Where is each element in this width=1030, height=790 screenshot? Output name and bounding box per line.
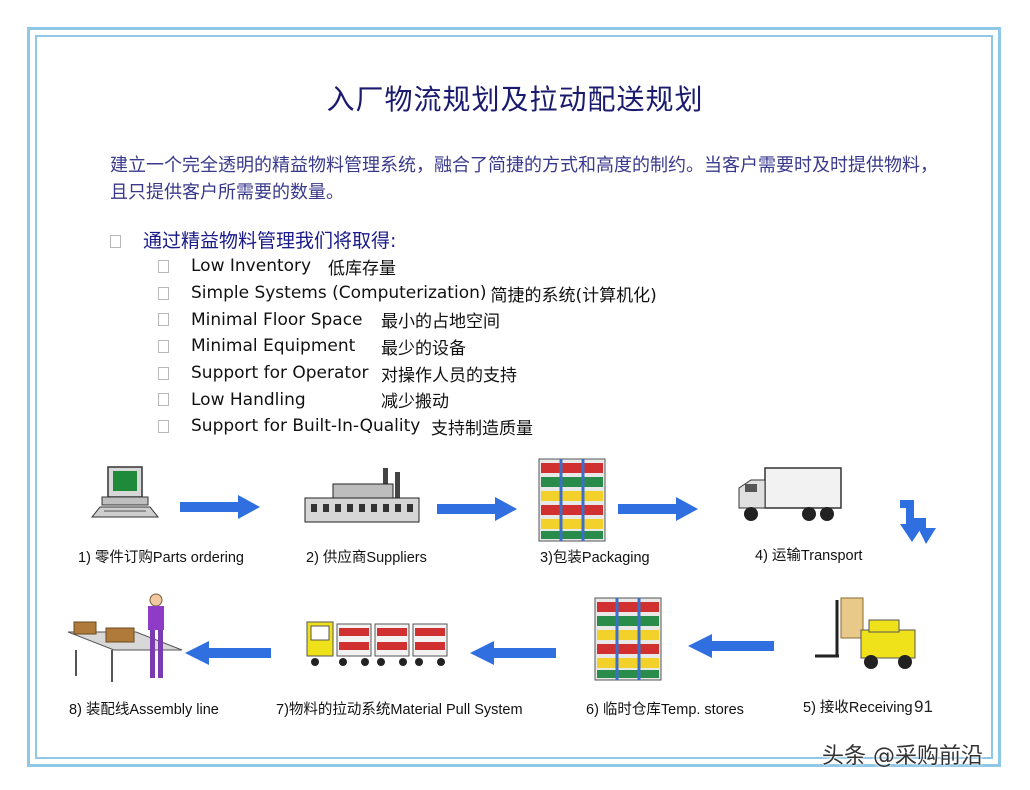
benefit-zh: 对操作人员的支持 — [381, 365, 517, 386]
bullet-icon — [158, 366, 169, 380]
benefits-heading: 通过精益物料管理我们将取得: — [110, 226, 396, 253]
list-item: Low Inventory 低库存量 — [158, 253, 657, 280]
bullet-icon — [158, 259, 169, 273]
slide-inner-frame — [35, 35, 993, 759]
list-item: Simple Systems (Computerization)简捷的系统(计算… — [158, 280, 657, 307]
benefit-en: Support for Built-In-Quality — [191, 416, 421, 437]
bullet-icon — [158, 419, 169, 433]
step-label-receiving: 5) 接收Receiving — [803, 700, 913, 716]
computer-icon — [90, 466, 160, 518]
tugger-train-icon — [306, 621, 448, 666]
benefit-en: Support for Operator — [191, 363, 369, 384]
truck-icon — [738, 467, 842, 521]
watermark: 头条 @采购前沿 — [822, 744, 983, 769]
step-label-parts-ordering: 1) 零件订购Parts ordering — [78, 550, 244, 566]
bullet-icon — [110, 235, 121, 248]
benefit-zh: 减少搬动 — [381, 392, 449, 413]
step-label-packaging: 3)包装Packaging — [540, 550, 650, 566]
benefit-zh: 简捷的系统(计算机化) — [490, 285, 657, 306]
bullet-icon — [158, 339, 169, 353]
arrow-right-icon — [618, 497, 698, 521]
rack-icon — [594, 597, 662, 681]
bullet-icon — [158, 313, 169, 327]
rack-icon — [538, 458, 606, 542]
step-label-temp-stores: 6) 临时仓库Temp. stores — [586, 702, 744, 718]
benefit-zh: 最小的占地空间 — [381, 312, 500, 333]
list-item: Support for Built-In-Quality 支持制造质量 — [158, 413, 657, 440]
forklift-icon — [815, 597, 916, 669]
arrow-left-icon — [688, 634, 774, 658]
benefit-zh: 支持制造质量 — [431, 418, 533, 439]
step-label-material-pull-system: 7)物料的拉动系统Material Pull System — [276, 702, 523, 718]
intro-paragraph: 建立一个完全透明的精益物料管理系统，融合了简捷的方式和高度的制约。当客户需要时及… — [110, 155, 938, 203]
benefit-en: Simple Systems (Computerization) — [191, 283, 487, 304]
benefits-list: Low Inventory 低库存量 Simple Systems (Comput… — [158, 253, 657, 440]
list-item: Minimal Floor Space 最小的占地空间 — [158, 306, 657, 333]
arrow-down-icon — [900, 500, 936, 544]
arrow-left-icon — [185, 641, 271, 665]
assembly-worker-icon — [67, 593, 183, 682]
slide-outer-frame — [27, 27, 1001, 767]
factory-icon — [304, 468, 420, 523]
benefit-en: Low Handling — [191, 389, 306, 410]
slide-title: 入厂物流规划及拉动配送规划 — [326, 83, 704, 116]
benefit-en: Minimal Equipment — [191, 336, 356, 357]
bullet-icon — [158, 393, 169, 407]
step-label-assembly-line: 8) 装配线Assembly line — [69, 702, 219, 718]
arrow-right-icon — [180, 495, 260, 519]
step-label-suppliers: 2) 供应商Suppliers — [306, 550, 427, 566]
page-number: 91 — [914, 697, 933, 716]
step-label-transport: 4) 运输Transport — [755, 548, 863, 564]
list-item: Low Handling 减少搬动 — [158, 386, 657, 413]
arrow-left-icon — [470, 641, 556, 665]
benefit-en: Low Inventory — [191, 256, 312, 277]
benefit-zh: 最少的设备 — [381, 338, 466, 359]
benefit-zh: 低库存量 — [328, 258, 396, 279]
bullet-icon — [158, 286, 169, 300]
list-item: Minimal Equipment 最少的设备 — [158, 333, 657, 360]
list-item: Support for Operator 对操作人员的支持 — [158, 360, 657, 387]
benefit-en: Minimal Floor Space — [191, 309, 363, 330]
benefits-heading-text: 通过精益物料管理我们将取得: — [143, 230, 397, 252]
arrow-right-icon — [437, 497, 517, 521]
